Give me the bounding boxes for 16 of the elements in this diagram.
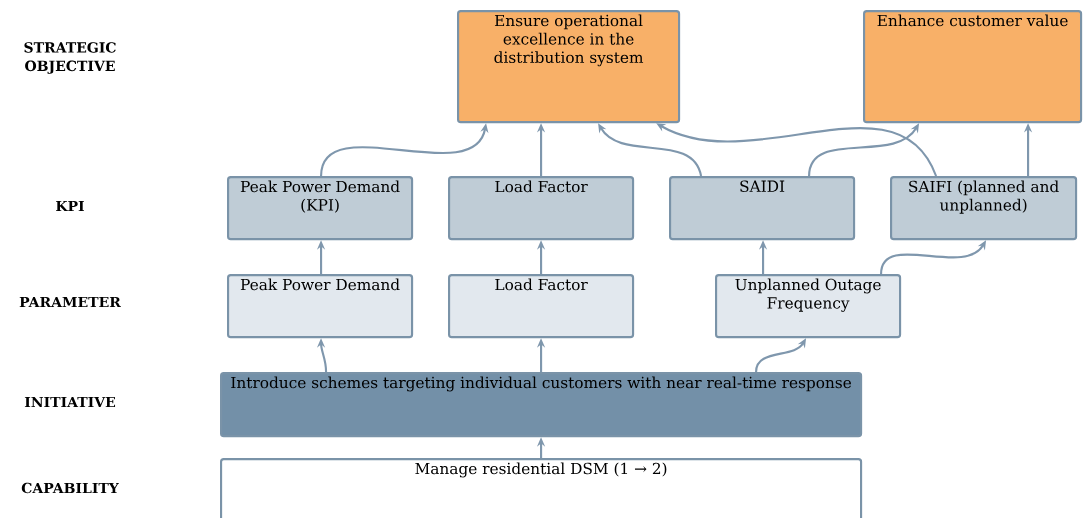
parameter-box: Load Factor (448, 274, 635, 339)
kpi-box: SAIFI (planned and unplanned) (890, 176, 1078, 241)
parameter-box: Peak Power Demand (227, 274, 414, 339)
objective-box: Ensure operational excellence in the distribution system (457, 10, 681, 124)
row-label: INITIATIVE (24, 396, 116, 408)
kpi-box: Peak Power Demand (KPI) (227, 176, 414, 241)
row-label: STRATEGIC OBJECTIVE (24, 42, 116, 74)
row-label: CAPABILITY (21, 482, 119, 494)
capability-box: Manage residential DSM (1 → 2) (220, 458, 863, 518)
kpi-box: SAIDI (669, 176, 856, 241)
initiative-box: Introduce schemes targeting individual customers with near real-time response (220, 372, 863, 438)
objective-box: Enhance customer value (863, 10, 1083, 124)
row-label: PARAMETER (19, 296, 121, 308)
kpi-box: Load Factor (448, 176, 635, 241)
parameter-box: Unplanned Outage Frequency (715, 274, 902, 339)
row-label: KPI (56, 200, 84, 212)
